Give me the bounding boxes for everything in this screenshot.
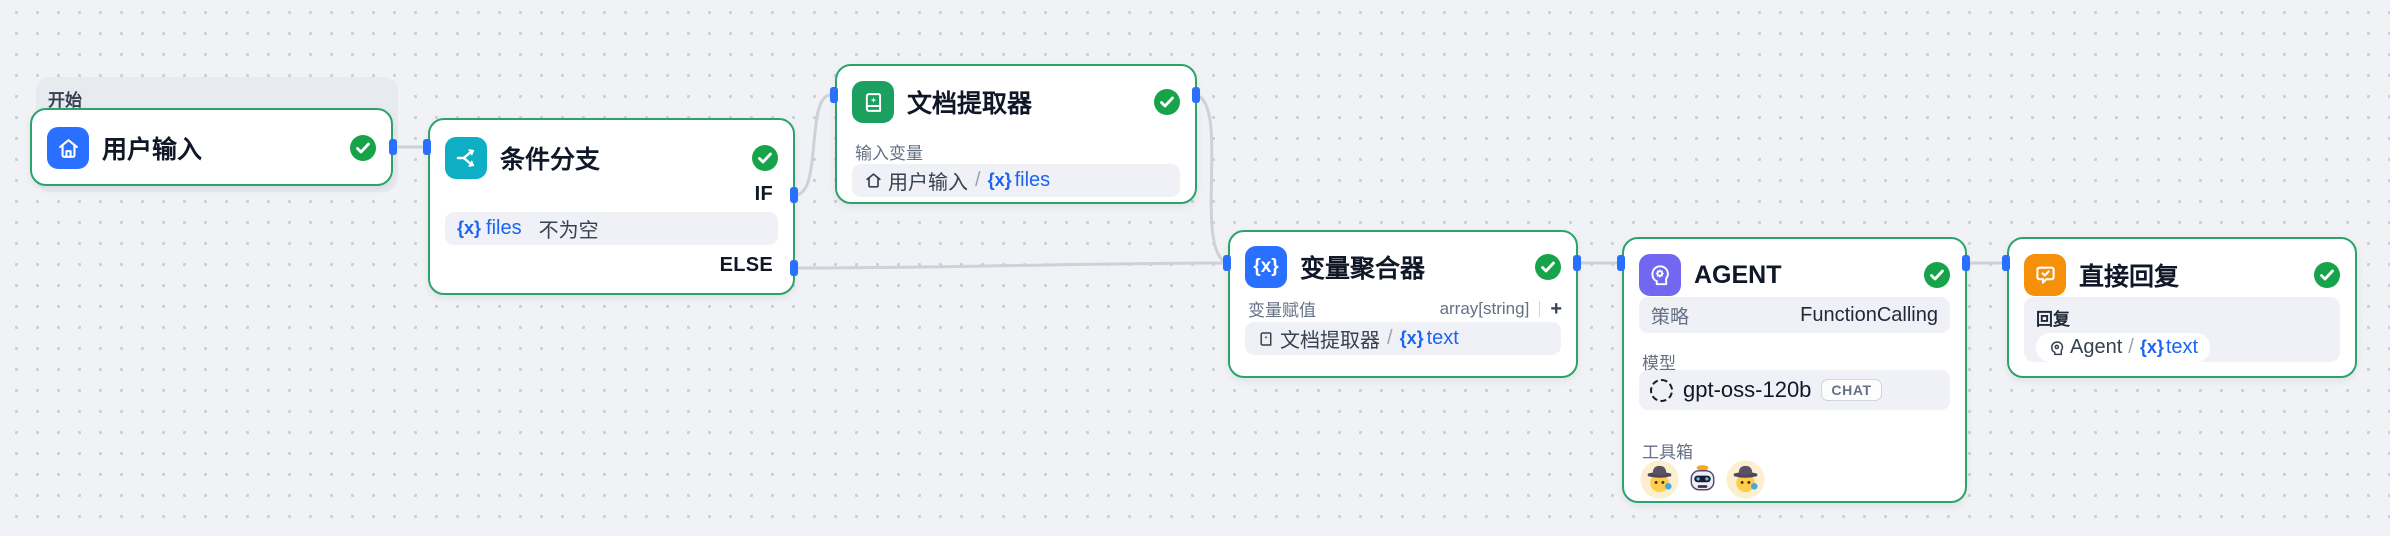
node-variable-aggregator[interactable]: {x} 变量聚合器 变量赋值 array[string] + 文档提取器 / {… — [1228, 230, 1578, 378]
aggregated-variable-pill[interactable]: 文档提取器 / {x} text — [1245, 322, 1561, 355]
strategy-label: 策略 — [1651, 306, 1690, 328]
node-title: AGENT — [1694, 260, 1782, 289]
variable-brace-icon: {x} — [987, 170, 1012, 190]
variable-brace-icon: {x} — [457, 218, 482, 238]
node-agent[interactable]: AGENT 策略 FunctionCalling 模型 gpt-oss-120b… — [1622, 237, 1967, 503]
openai-logo-icon — [1650, 378, 1673, 402]
variable-source: 文档提取器 — [1280, 330, 1380, 352]
node-doc-extractor[interactable]: 文档提取器 输入变量 用户输入 / {x} files — [835, 64, 1197, 204]
edge-else-aggregator[interactable] — [793, 261, 1228, 270]
output-handle[interactable] — [1573, 255, 1581, 271]
model-name: gpt-oss-120b — [1683, 377, 1812, 402]
robot-tool-icon[interactable] — [1683, 460, 1722, 499]
section-label: 变量赋值 — [1248, 301, 1316, 320]
variable-name: files — [1014, 169, 1051, 191]
document-extract-icon — [852, 81, 894, 123]
divider — [1539, 300, 1541, 317]
node-title: 文档提取器 — [907, 90, 1033, 118]
strategy-value: FunctionCalling — [1800, 303, 1938, 326]
check-icon — [1924, 262, 1950, 288]
else-label: ELSE — [719, 254, 773, 276]
node-title: 变量聚合器 — [1300, 255, 1426, 283]
variable-name: text — [2165, 336, 2199, 358]
type-label: array[string] — [1439, 298, 1530, 318]
edge-if-docextractor[interactable] — [793, 93, 833, 197]
input-variable-pill[interactable]: 用户输入 / {x} files — [852, 164, 1180, 197]
variable-icon: {x} — [1245, 246, 1287, 288]
variable-brace-icon: {x} — [1399, 328, 1424, 348]
node-condition-branch[interactable]: 条件分支 IF {x} files 不为空 ELSE — [428, 118, 795, 295]
variable-brace-icon: {x} — [2139, 337, 2164, 357]
condition-case[interactable]: {x} files 不为空 — [445, 212, 778, 245]
path-separator: / — [1387, 327, 1393, 349]
if-label: IF — [754, 183, 773, 205]
check-icon — [2314, 262, 2340, 288]
reply-bubble-icon — [2024, 254, 2066, 296]
output-handle[interactable] — [389, 139, 397, 155]
node-title: 条件分支 — [500, 146, 601, 174]
detective-tool-icon[interactable] — [1640, 460, 1679, 499]
node-direct-reply[interactable]: 直接回复 回复 Agent / {x} text — [2007, 237, 2357, 378]
toolbox-label: 工具箱 — [1642, 443, 1693, 462]
path-separator: / — [975, 169, 981, 191]
input-handle[interactable] — [1223, 255, 1231, 271]
output-handle[interactable] — [1192, 87, 1200, 103]
detective-tool-icon[interactable] — [1726, 460, 1765, 499]
agent-head-icon — [2048, 339, 2066, 357]
home-icon — [864, 171, 883, 190]
brace-x-glyph: {x} — [1253, 256, 1279, 277]
input-handle[interactable] — [423, 139, 431, 155]
add-variable-button[interactable]: + — [1550, 297, 1562, 320]
edge-docextractor-aggregator[interactable] — [1195, 93, 1228, 265]
reply-panel: 回复 Agent / {x} text — [2024, 297, 2340, 362]
input-handle[interactable] — [1617, 255, 1625, 271]
if-output-handle[interactable] — [790, 187, 798, 203]
check-icon — [752, 145, 778, 171]
branch-icon — [445, 137, 487, 179]
node-title: 直接回复 — [2079, 263, 2180, 291]
node-title: 用户输入 — [102, 136, 203, 164]
check-icon — [350, 135, 376, 161]
reply-label: 回复 — [2036, 310, 2070, 329]
variable-source: 用户输入 — [888, 172, 968, 194]
strategy-row[interactable]: 策略 FunctionCalling — [1639, 297, 1950, 333]
reply-variable-chip[interactable]: Agent / {x} text — [2036, 333, 2211, 362]
check-icon — [1154, 89, 1180, 115]
agent-head-icon — [1639, 254, 1681, 296]
variable-source: Agent — [2070, 336, 2123, 358]
input-handle[interactable] — [2002, 255, 2010, 271]
check-icon — [1535, 254, 1561, 280]
condition-operator: 不为空 — [538, 220, 599, 242]
condition-variable: files — [486, 217, 522, 239]
section-label: 输入变量 — [855, 144, 923, 163]
document-icon — [1257, 330, 1275, 348]
model-type-badge: CHAT — [1821, 379, 1882, 401]
start-group-label: 开始 — [48, 91, 82, 110]
model-label: 模型 — [1642, 354, 1676, 373]
else-output-handle[interactable] — [790, 260, 798, 276]
path-separator: / — [2128, 336, 2134, 358]
home-icon — [47, 127, 89, 169]
node-user-input[interactable]: 用户输入 — [30, 108, 393, 186]
variable-name: text — [1426, 327, 1459, 349]
model-selector[interactable]: gpt-oss-120b CHAT — [1639, 370, 1950, 410]
output-handle[interactable] — [1962, 255, 1970, 271]
input-handle[interactable] — [830, 87, 838, 103]
